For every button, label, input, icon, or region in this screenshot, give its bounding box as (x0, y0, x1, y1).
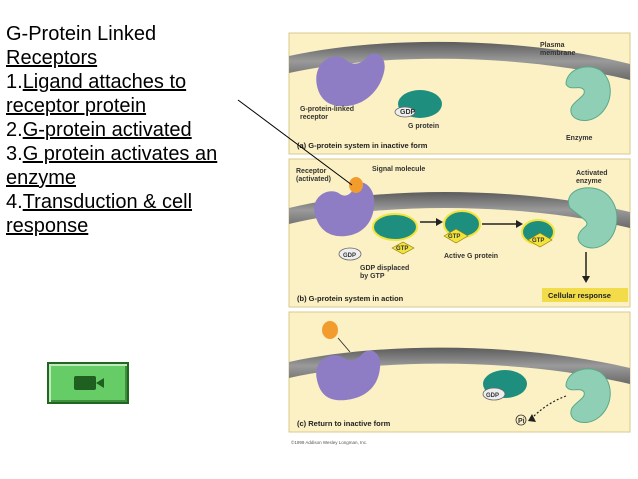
panel-b-receptor (314, 182, 375, 237)
arrow-2-head (516, 220, 523, 228)
phosphate-circle-icon (515, 414, 527, 426)
pointer-line (237, 99, 353, 186)
enzyme-label: Enzyme (566, 135, 593, 142)
list-item-3-text[interactable]: G protein activates an (22, 143, 218, 165)
list-item-1-number: 1. (6, 71, 23, 93)
panel-b-enzyme (568, 187, 618, 249)
panel-a-membrane (289, 41, 630, 80)
copyright-label: ©1999 Addison Wesley Longman, Inc. (291, 439, 367, 445)
cellular-response-label: Cellular response (548, 291, 611, 300)
panel-c: Pi GDP (c) Return to inactive form (288, 311, 631, 433)
signal-molecule (349, 177, 363, 193)
list-item-2: 2.G-protein activated (6, 118, 276, 142)
play-media-button[interactable] (47, 362, 129, 404)
panel-b-membrane (289, 191, 630, 228)
slide-notes: G-Protein Linked Receptors 1.Ligand atta… (6, 22, 276, 238)
title-line-2: Receptors (6, 47, 98, 69)
list-item-2-number: 2. (6, 119, 23, 141)
panel-a-receptor (316, 53, 385, 107)
receptor-activated-label: Receptor(activated) (296, 168, 331, 183)
signal-release-line (337, 337, 351, 353)
list-item-1: 1.Ligand attaches to (6, 70, 276, 94)
panel-b: Receptor(activated) Signal molecule Acti… (288, 158, 631, 308)
arrow-1-head (436, 218, 443, 226)
gtp-star-1 (391, 241, 415, 255)
list-item-4-continuation[interactable]: response (6, 215, 89, 237)
arrow-3-head (582, 276, 590, 283)
gtp-label-3: GTP (532, 238, 544, 244)
panel-b-caption: (b) G-protein system in action (297, 294, 404, 303)
panel-a-gdp-label: GDP (400, 109, 416, 116)
panel-c-gdp-label: GDP (486, 393, 499, 399)
panel-a-gdp-blob (394, 106, 416, 118)
camera-lens-icon (96, 378, 104, 388)
list-item-3-continuation[interactable]: enzyme (6, 167, 77, 189)
panel-b-gdp-label: GDP (343, 253, 356, 259)
list-item-4-text[interactable]: Transduction & cell (22, 191, 193, 213)
phosphate-arrow-head (528, 414, 536, 422)
panel-c-receptor (316, 350, 381, 401)
phosphate-arrow (531, 395, 567, 419)
released-signal-molecule (322, 321, 338, 339)
panel-c-enzyme (565, 368, 611, 423)
gtp-label-1: GTP (396, 246, 408, 252)
signal-molecule-label: Signal molecule (372, 166, 425, 173)
panel-c-caption: (c) Return to inactive form (297, 419, 391, 428)
panel-c-gdp-blob (482, 387, 506, 401)
gtp-label-2: GTP (448, 234, 460, 240)
list-item-1-text[interactable]: Ligand attaches to (22, 71, 187, 93)
panel-a-enzyme (565, 66, 611, 121)
g-protein-label: G protein (408, 123, 439, 130)
phosphate-label: Pi (518, 418, 525, 425)
list-item-2-text[interactable]: G-protein activated (22, 119, 192, 141)
list-item-3-number: 3. (6, 143, 23, 165)
title-line-1: G-Protein Linked (6, 23, 157, 45)
active-g-protein-label: Active G protein (444, 253, 498, 260)
camera-icon (74, 376, 96, 390)
panel-b-gdp-blob (338, 247, 362, 261)
cellular-response-box (542, 288, 628, 302)
list-item-4: 4.Transduction & cell (6, 190, 276, 214)
gtp-star-3 (527, 232, 553, 248)
list-item-3: 3.G protein activates an (6, 142, 276, 166)
panel-b-g-protein-1 (372, 213, 418, 241)
list-item-4-number: 4. (6, 191, 23, 213)
panel-a-caption: (a) G-protein system in inactive form (297, 141, 428, 150)
list-item-1-continuation[interactable]: receptor protein (6, 95, 147, 117)
gtp-star-2 (443, 228, 469, 244)
